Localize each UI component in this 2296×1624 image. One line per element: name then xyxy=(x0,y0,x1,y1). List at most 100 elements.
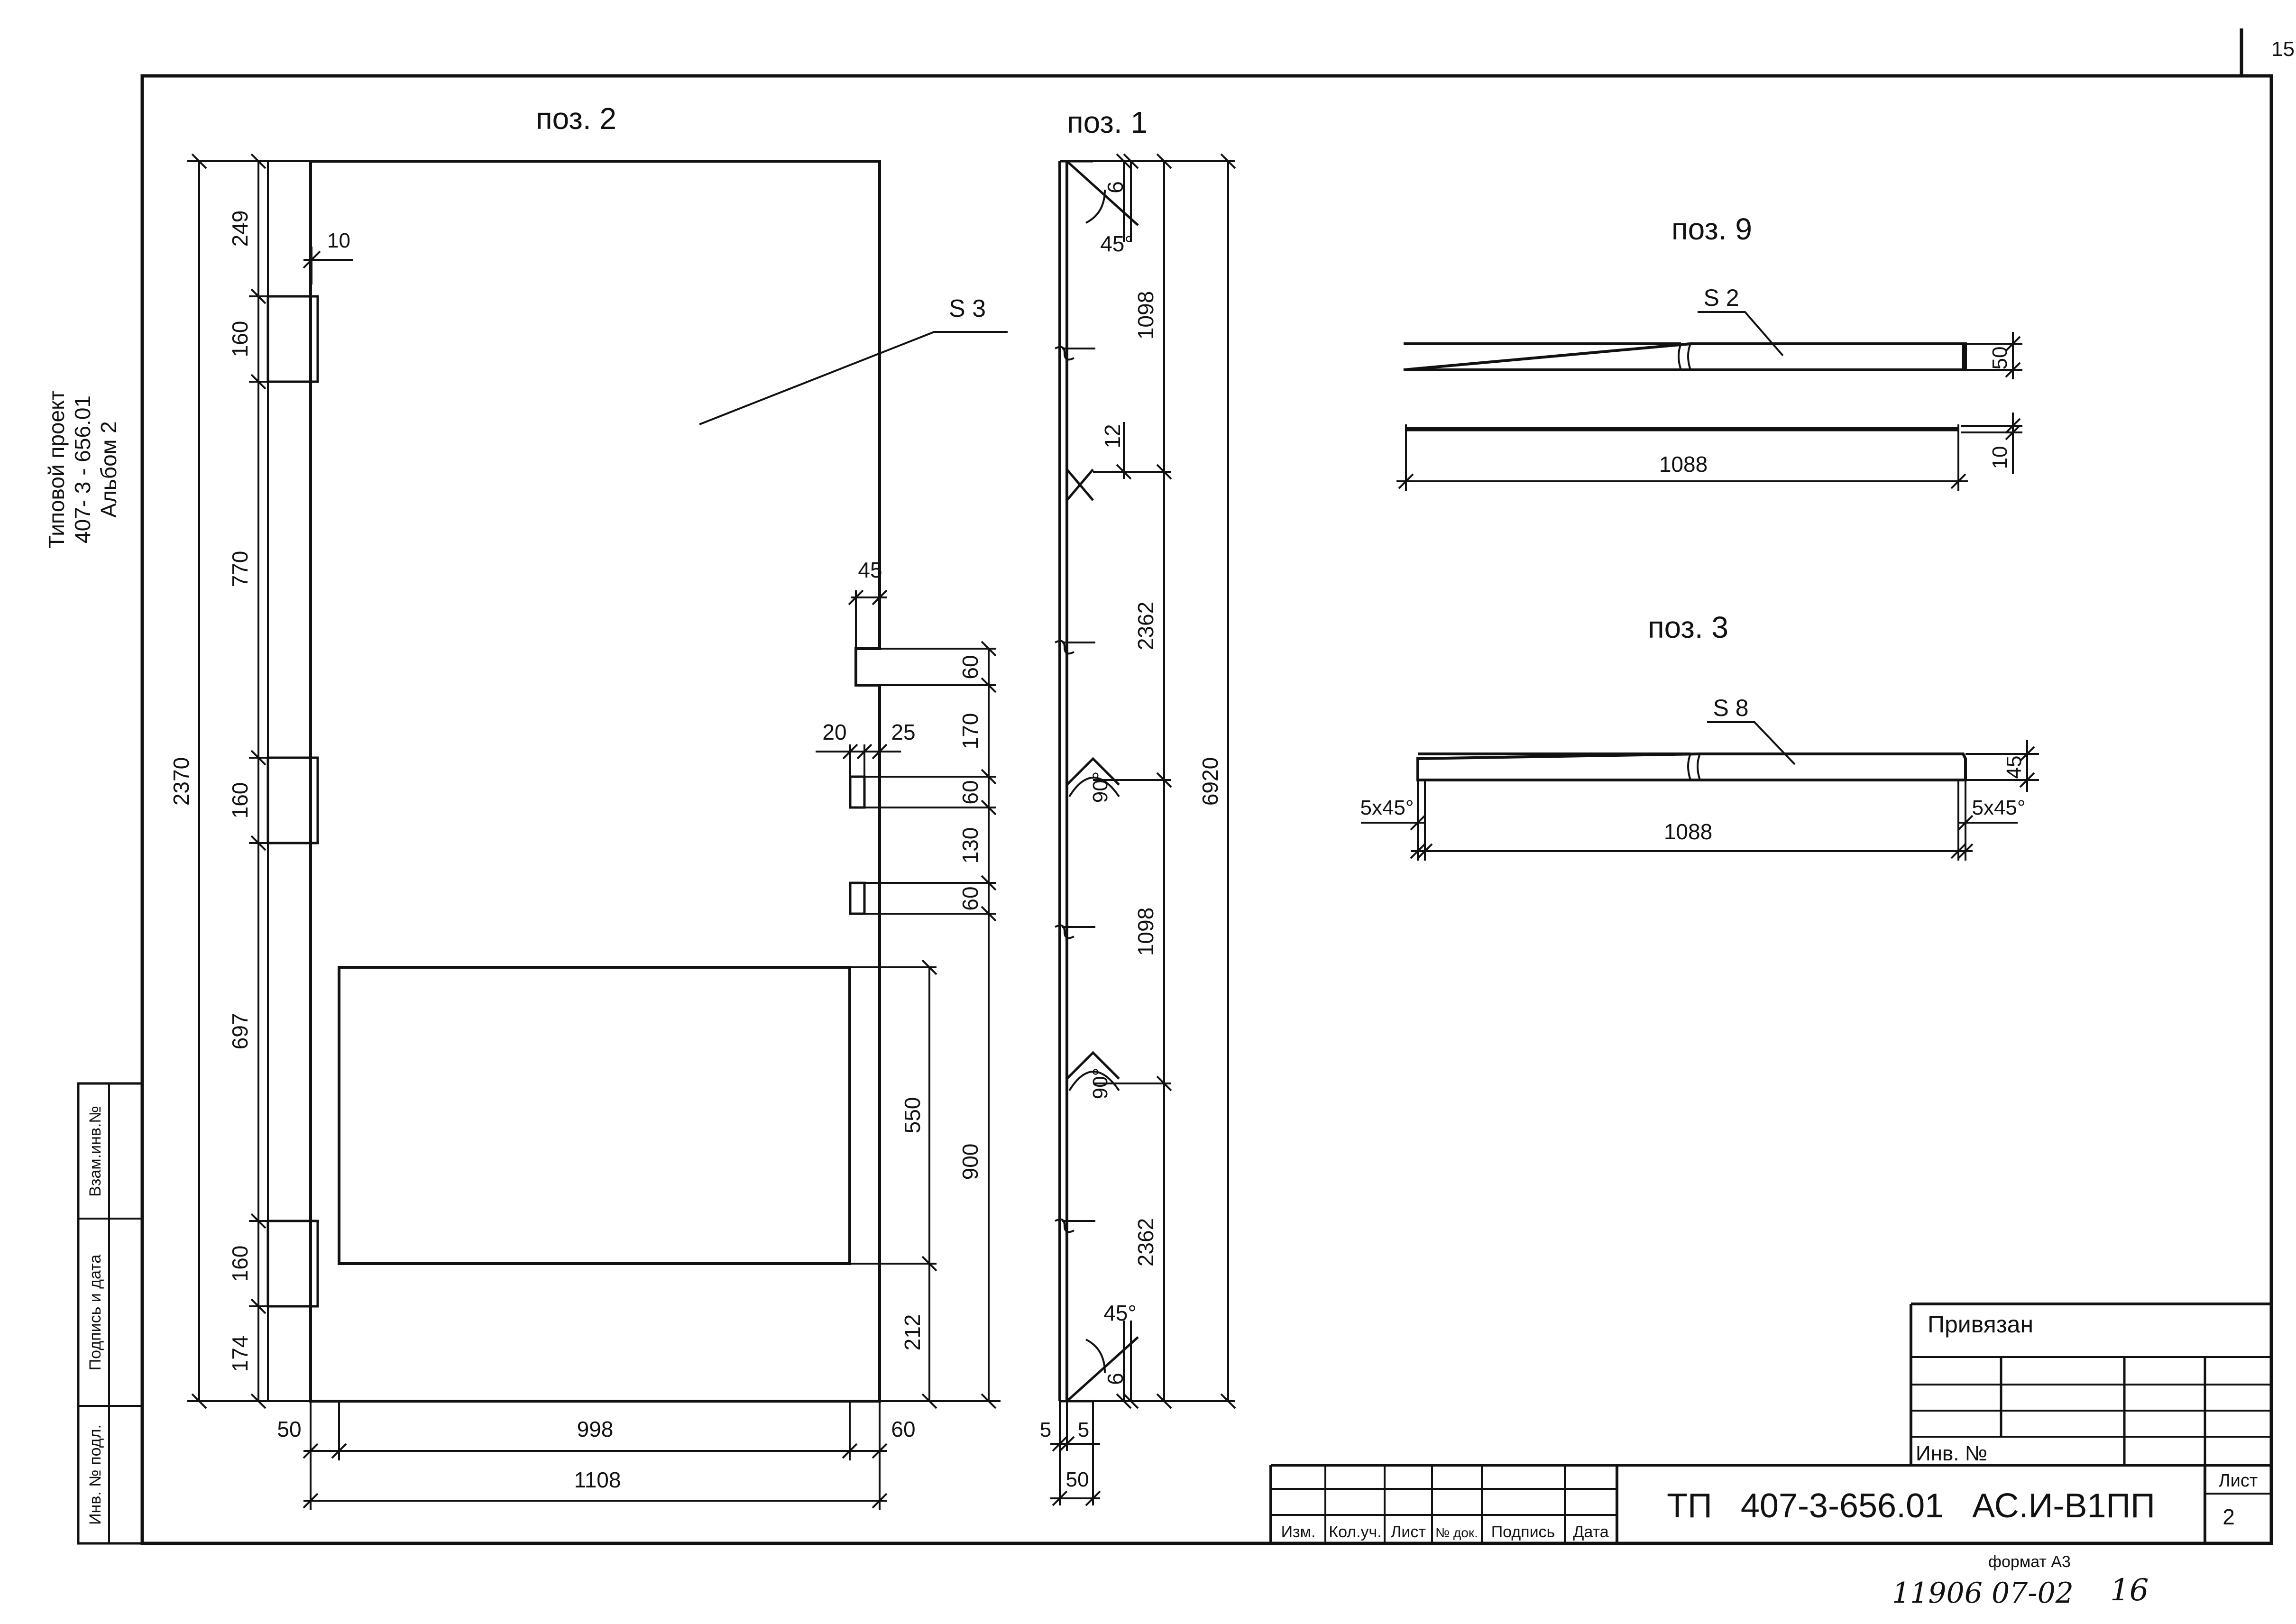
pos3-chamfer-right: 5x45° xyxy=(1972,796,2025,819)
dim-212: 212 xyxy=(900,1314,925,1351)
document-code: ТП 407-3-656.01 АС.И-В1ПП xyxy=(1667,1487,2155,1525)
dim-174: 174 xyxy=(228,1336,252,1372)
pos2-dim-45-lines xyxy=(848,589,888,649)
dim-770: 770 xyxy=(228,551,252,587)
page-number: 15 xyxy=(2271,37,2295,61)
dim-10: 10 xyxy=(327,229,350,252)
pos9-vertical-dims xyxy=(1961,332,2022,474)
angle-45: 45° xyxy=(1100,231,1133,256)
pos1-arc-90a xyxy=(1068,777,1120,798)
pos1-arc-45-top xyxy=(1085,189,1106,224)
list-label: Лист xyxy=(2219,1471,2258,1491)
col-doc: № док. xyxy=(1435,1525,1478,1540)
dim-1098: 1098 xyxy=(1133,908,1158,956)
pos9-dim-50: 50 xyxy=(1988,347,2011,370)
side-note: Типовой проект 407- 3 - 656.01 Альбом 2 xyxy=(44,390,121,549)
format-label: формат А3 xyxy=(1988,1553,2071,1571)
dim-60: 60 xyxy=(958,886,983,910)
side-stamp-box xyxy=(77,1082,144,1545)
pos3-material-label: S 8 xyxy=(1713,695,1748,721)
side-note-line-1: Типовой проект xyxy=(44,390,69,549)
dim-50: 50 xyxy=(1066,1468,1089,1491)
pos9-material-label: S 2 xyxy=(1703,284,1739,311)
dim-697: 697 xyxy=(228,1013,252,1050)
pos2-material-label: S 3 xyxy=(949,295,986,322)
pos2-dim-10-lines xyxy=(303,247,353,284)
title-block-main-grid xyxy=(1269,1464,2271,1543)
pos1-break-marks xyxy=(1055,346,1095,1233)
pos2-left-dim-chain xyxy=(187,153,313,1409)
pos2-slot-1 xyxy=(849,775,866,809)
dim-160: 160 xyxy=(228,1246,252,1282)
dim-60: 60 xyxy=(958,655,983,679)
pos2-bottom-dim-lines xyxy=(303,1401,888,1510)
pos3-chamfer-left: 5x45° xyxy=(1360,796,1414,819)
pos9-dim-10: 10 xyxy=(1988,446,2011,469)
pos1-bevel-bottom xyxy=(1066,1336,1139,1402)
dim-550: 550 xyxy=(900,1097,925,1134)
pos1-arc-45-bottom xyxy=(1085,1339,1106,1373)
dim-2362: 2362 xyxy=(1133,1218,1158,1266)
side-stamp: Взам.инв.№ Подпись и дата Инв. № подл. xyxy=(77,1082,144,1545)
dim-900: 900 xyxy=(958,1144,983,1180)
pos9-title: поз. 9 xyxy=(1671,212,1752,246)
pos2-dim-20-25-lines xyxy=(816,743,901,777)
dim-6: 6 xyxy=(1103,1373,1128,1385)
dim-25: 25 xyxy=(891,720,915,744)
dim-170: 170 xyxy=(958,713,983,750)
col-kol-uch: Кол.уч. xyxy=(1329,1523,1381,1541)
handwritten-code: 11906 07-02 xyxy=(1892,1577,2074,1610)
list-number: 2 xyxy=(2223,1505,2235,1529)
pos9-dim-1088: 1088 xyxy=(1659,452,1708,477)
pos3-plate xyxy=(1416,752,1967,781)
pos2-bottom-dim-labels: 50 998 60 1108 xyxy=(277,1417,915,1492)
pos9-drawing: поз. 9 S 2 1088 50 10 xyxy=(1396,212,2022,491)
dim-60: 60 xyxy=(891,1417,915,1441)
pos3-dim-45: 45 xyxy=(2002,756,2026,779)
side-stamp-label-1: Взам.инв.№ xyxy=(86,1106,104,1197)
pos9-material-leader xyxy=(1698,311,1784,357)
pos1-bevel-top xyxy=(1066,160,1139,226)
side-note-line-3: Альбом 2 xyxy=(96,421,121,517)
pos1-title: поз. 1 xyxy=(1067,105,1148,139)
pos2-title: поз. 2 xyxy=(536,101,616,136)
dim-160: 160 xyxy=(228,782,252,819)
dim-5: 5 xyxy=(1078,1418,1089,1441)
pos2-drawing: поз. 2 S 3 249 160 770 160 697 xyxy=(169,101,1008,1510)
dim-6: 6 xyxy=(1103,181,1128,193)
title-block: Привязан Инв. № Изм. Кол.уч. Лист № док.… xyxy=(1269,1303,2271,1543)
drawing-frame xyxy=(140,74,2273,1545)
angle-90: 90° xyxy=(1089,771,1112,803)
dim-20: 20 xyxy=(822,720,846,744)
side-stamp-label-3: Инв. № подл. xyxy=(86,1424,104,1525)
col-data: Дата xyxy=(1573,1523,1608,1541)
dim-130: 130 xyxy=(958,827,983,864)
pos2-left-dim-labels: 249 160 770 160 697 160 174 2370 xyxy=(169,211,252,1372)
pos9-break-mark xyxy=(1678,343,1691,370)
pos1-bottom-dim-lines xyxy=(1050,1401,1101,1506)
title-block-upper-grid xyxy=(1910,1303,2271,1465)
title-block-columns: Изм. Кол.уч. Лист № док. Подпись Дата xyxy=(1281,1523,1609,1541)
pos9-plate-top xyxy=(1403,342,1967,371)
pos3-title: поз. 3 xyxy=(1648,610,1728,644)
dim-160: 160 xyxy=(228,321,252,358)
pos1-notch-90b xyxy=(1066,1051,1120,1080)
pos2-panel-outline xyxy=(309,160,881,1403)
dim-12: 12 xyxy=(1100,424,1125,448)
dim-1108: 1108 xyxy=(574,1468,621,1492)
pos2-right-dim-labels: 60 170 60 130 60 550 900 212 xyxy=(900,655,983,1350)
dim-2362: 2362 xyxy=(1133,602,1158,650)
dim-1098: 1098 xyxy=(1133,291,1158,339)
pos1-notch-1 xyxy=(1066,468,1094,501)
col-izm: Изм. xyxy=(1281,1523,1316,1541)
pos9-dim-ticks xyxy=(1398,473,1966,489)
side-note-line-2: 407- 3 - 656.01 xyxy=(70,395,95,543)
dim-6920: 6920 xyxy=(1198,757,1222,806)
dim-249: 249 xyxy=(228,211,252,247)
side-stamp-label-2: Подпись и дата xyxy=(86,1255,104,1371)
dim-45: 45 xyxy=(858,558,882,582)
dim-2370: 2370 xyxy=(169,757,193,806)
pos2-right-dim-chain xyxy=(851,641,1001,1409)
pos3-material-leader xyxy=(1707,721,1796,765)
pos2-window-opening xyxy=(338,966,851,1265)
